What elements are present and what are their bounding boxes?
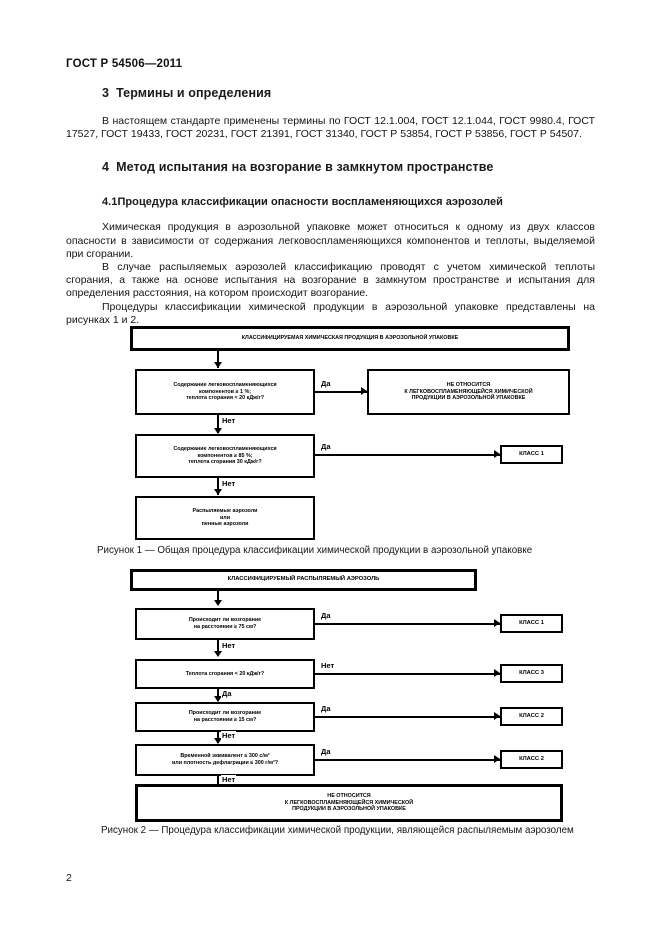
fig2-edge-yes-4: Да xyxy=(320,747,332,756)
fig2-decision-3-label: Происходит ли возгорание на расстоянии ≥… xyxy=(188,710,262,723)
fig2-class3-label: КЛАСС 3 xyxy=(519,669,544,676)
fig2-class3-node: КЛАСС 3 xyxy=(500,664,563,683)
fig1-decision-1-label: Содержание легковоспламеняющихся компоне… xyxy=(173,381,277,402)
fig1-end-node: Распыляемые аэрозоли или пенные аэрозоли xyxy=(135,496,315,540)
fig1-not-flammable-label: НЕ ОТНОСИТСЯ К ЛЕГКОВОСПЛАМЕНЯЮЩЕЙСЯ ХИМ… xyxy=(404,381,533,402)
fig2-arrow-start-d1 xyxy=(214,600,222,606)
fig1-edge-no-1: Нет xyxy=(221,416,237,425)
fig2-arrow-d4-class2b xyxy=(494,755,500,763)
fig2-class1-node: КЛАСС 1 xyxy=(500,614,563,633)
fig2-class2b-label: КЛАСС 2 xyxy=(519,755,544,762)
fig1-decision-2-label: Содержание легковоспламеняющихся компоне… xyxy=(173,445,277,466)
fig1-connector-d2-end xyxy=(217,478,219,495)
fig2-connector-start-d1 xyxy=(217,591,219,604)
fig1-arrow-d1-notflam xyxy=(361,387,367,395)
fig2-arrow-d3-class2a xyxy=(494,712,500,720)
fig1-connector-d2-class1 xyxy=(315,454,500,456)
fig1-decision-2: Содержание легковоспламеняющихся компоне… xyxy=(135,434,315,478)
section-4-title: Метод испытания на возгорание в замкнуто… xyxy=(116,160,494,175)
fig2-edge-no-3: Нет xyxy=(221,731,237,740)
fig2-decision-3: Происходит ли возгорание на расстоянии ≥… xyxy=(135,702,315,732)
fig2-decision-4: Временной эквивалент ≤ 300 с/м³ или плот… xyxy=(135,744,315,776)
fig2-connector-d2-class3 xyxy=(315,673,500,675)
section-41-title: Процедура классификации опасности воспла… xyxy=(117,196,503,209)
fig2-connector-d4-class2b xyxy=(315,759,500,761)
fig1-arrow-d2-class1 xyxy=(494,450,500,458)
fig1-arrow-start-d1 xyxy=(214,362,222,368)
fig2-connector-d3-class2a xyxy=(315,716,500,718)
section-3-heading: 3 Термины и определения xyxy=(66,86,595,100)
fig2-edge-yes-3: Да xyxy=(320,704,332,713)
figure-2-caption: Рисунок 2 — Процедура классификации хими… xyxy=(101,825,574,836)
fig2-arrow-d3-d4 xyxy=(214,738,222,744)
section-4-number: 4 xyxy=(102,160,110,175)
figure-1-caption: Рисунок 1 — Общая процедура классификаци… xyxy=(97,545,533,556)
fig2-edge-yes-1: Да xyxy=(320,611,332,620)
fig2-class2b-node: КЛАСС 2 xyxy=(500,750,563,769)
fig2-not-flammable-node: НЕ ОТНОСИТСЯ К ЛЕГКОВОСПЛАМЕНЯЮЩЕЙСЯ ХИМ… xyxy=(135,784,563,822)
fig1-decision-1: Содержание легковоспламеняющихся компоне… xyxy=(135,369,315,415)
section-4-heading: 4 Метод испытания на возгорание в замкнут… xyxy=(66,160,595,174)
fig2-arrow-d2-class3 xyxy=(494,669,500,677)
fig2-connector-d1-class1 xyxy=(315,623,500,625)
fig2-decision-4-label: Временной эквивалент ≤ 300 с/м³ или плот… xyxy=(171,753,279,766)
fig2-class2a-label: КЛАСС 2 xyxy=(519,712,544,719)
fig2-edge-no-4: Нет xyxy=(221,775,237,784)
fig2-not-flammable-label: НЕ ОТНОСИТСЯ К ЛЕГКОВОСПЛАМЕНЯЮЩЕЙСЯ ХИМ… xyxy=(284,792,414,813)
section-4-paragraph-1: Химическая продукция в аэрозольной упако… xyxy=(66,221,595,260)
fig2-edge-no-2: Нет xyxy=(320,661,336,670)
fig1-edge-no-2: Нет xyxy=(221,479,237,488)
fig2-decision-2-label: Теплота сгорания < 20 кДж/г? xyxy=(185,670,265,677)
section-41-number: 4.1 xyxy=(102,196,118,209)
fig2-connector-d3-d4 xyxy=(217,732,219,743)
fig2-arrow-d2-d3 xyxy=(214,696,222,702)
fig2-decision-2: Теплота сгорания < 20 кДж/г? xyxy=(135,659,315,689)
fig1-class1-label: КЛАСС 1 xyxy=(519,450,544,457)
fig2-connector-d2-d3 xyxy=(217,689,219,701)
fig2-start-label: КЛАССИФИЦИРУЕМЫЙ РАСПЫЛЯЕМЫЙ АЭРОЗОЛЬ xyxy=(227,576,380,583)
document-body: 3 Термины и определения В настоящем станд… xyxy=(66,86,595,327)
fig2-decision-1-label: Происходит ли возгорание на расстоянии ≥… xyxy=(188,617,262,630)
fig2-edge-no-1: Нет xyxy=(221,641,237,650)
section-3-number: 3 xyxy=(102,86,110,100)
fig2-arrow-d1-d2 xyxy=(214,651,222,657)
fig1-start-label: КЛАССИФИЦИРУЕМАЯ ХИМИЧЕСКАЯ ПРОДУКЦИЯ В … xyxy=(241,335,459,342)
fig1-class1-node: КЛАСС 1 xyxy=(500,445,563,464)
fig1-edge-yes-1: Да xyxy=(320,379,332,388)
fig1-start-node: КЛАССИФИЦИРУЕМАЯ ХИМИЧЕСКАЯ ПРОДУКЦИЯ В … xyxy=(130,326,570,351)
fig1-connector-d1-notflam xyxy=(315,391,367,393)
page-number: 2 xyxy=(66,872,72,884)
standard-header: ГОСТ Р 54506—2011 xyxy=(66,58,183,70)
fig1-arrow-d2-end xyxy=(214,489,222,495)
fig1-arrow-d1-d2 xyxy=(214,428,222,434)
fig2-class1-label: КЛАСС 1 xyxy=(519,619,544,626)
fig2-class2a-node: КЛАСС 2 xyxy=(500,707,563,726)
fig1-not-flammable-node: НЕ ОТНОСИТСЯ К ЛЕГКОВОСПЛАМЕНЯЮЩЕЙСЯ ХИМ… xyxy=(367,369,570,415)
section-3-paragraph-1: В настоящем стандарте применены термины … xyxy=(66,115,595,141)
section-4-paragraph-2: В случае распыляемых аэрозолей классифик… xyxy=(66,261,595,300)
fig1-connector-start-d1 xyxy=(217,351,219,368)
fig2-connector-d4-notflam xyxy=(217,776,219,784)
fig2-connector-d1-d2 xyxy=(217,640,219,655)
fig2-decision-1: Происходит ли возгорание на расстоянии ≥… xyxy=(135,608,315,640)
section-3-title: Термины и определения xyxy=(116,86,272,100)
fig1-end-label: Распыляемые аэрозоли или пенные аэрозоли xyxy=(192,507,258,528)
fig2-arrow-d1-class1 xyxy=(494,619,500,627)
fig1-edge-yes-2: Да xyxy=(320,442,332,451)
section-41-heading: 4.1Процедура классификации опасности вос… xyxy=(66,196,595,208)
section-4-paragraph-3: Процедуры классификации химической проду… xyxy=(66,300,595,326)
fig1-connector-d1-d2 xyxy=(217,415,219,433)
fig2-edge-yes-2: Да xyxy=(221,689,233,698)
fig2-start-node: КЛАССИФИЦИРУЕМЫЙ РАСПЫЛЯЕМЫЙ АЭРОЗОЛЬ xyxy=(130,569,477,591)
